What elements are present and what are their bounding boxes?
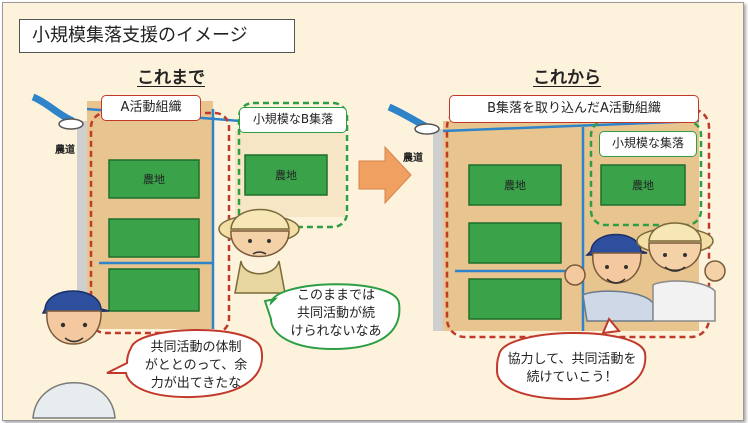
svg-text:農地: 農地 <box>504 178 526 192</box>
after-org-label: B集落を取り込んだA活動組織 <box>449 95 699 123</box>
worker-character <box>32 290 116 419</box>
after-pond <box>414 123 440 135</box>
before-org-label: A活動組織 <box>101 95 201 121</box>
svg-text:農地: 農地 <box>632 178 654 192</box>
after-field-2 <box>468 222 562 264</box>
transition-arrow <box>358 145 412 205</box>
after-village-label: 小規模な集落 <box>599 131 697 157</box>
before-river <box>31 93 75 125</box>
after-scene: 農地 農地 <box>387 103 726 401</box>
worker-speech-text: 共同活動の体制 がととのって、余 力が出てきたな <box>144 340 248 391</box>
before-field-b: 農地 <box>244 154 328 196</box>
svg-text:農地: 農地 <box>275 168 297 182</box>
before-scene: 農地 農地 <box>31 93 401 419</box>
svg-text:農地: 農地 <box>143 172 165 186</box>
elder-speech-bubble <box>263 283 401 351</box>
after-field-b: 農地 <box>600 164 686 206</box>
after-elder-character <box>636 222 726 322</box>
after-field-1: 農地 <box>468 164 562 206</box>
after-worker-character <box>564 233 654 322</box>
after-road <box>433 129 443 331</box>
worker-speech-bubble <box>106 329 264 399</box>
after-road-label: 農道 <box>403 153 423 164</box>
diagram-illustration: 農地 農地 <box>31 93 726 419</box>
diagram-title: 小規模集落支援のイメージ <box>19 19 295 53</box>
before-road-label: 農道 <box>55 145 75 156</box>
before-village-outline <box>237 101 349 229</box>
before-field-3 <box>108 268 200 312</box>
before-field-2 <box>108 218 200 258</box>
after-speech-bubble <box>495 317 647 401</box>
before-field-1: 農地 <box>108 159 200 199</box>
after-speech-text: 協力して、共同活動を 続けていこう！ <box>507 352 637 385</box>
after-heading: これから <box>533 68 601 88</box>
before-road <box>77 121 87 329</box>
elder-speech-text: このままでは 共同活動が続 けられないなあ <box>290 288 382 339</box>
before-village-label: 小規模なB集落 <box>239 107 347 133</box>
elder-character <box>218 208 300 294</box>
before-pond <box>58 118 84 130</box>
before-heading: これまで <box>137 68 205 88</box>
after-field-3 <box>468 278 562 320</box>
